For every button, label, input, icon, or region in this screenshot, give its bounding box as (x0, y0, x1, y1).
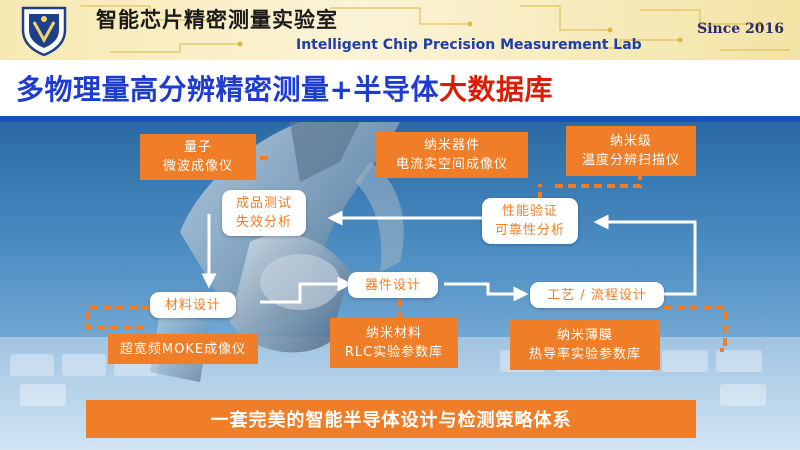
since-label: Since 2016 (697, 21, 784, 37)
university-shield-logo (21, 6, 67, 56)
title-highlight: 大数据库 (438, 73, 553, 106)
title-bar: 多物理量高分辨精密测量+半导体大数据库 (0, 60, 800, 116)
lab-name-cn: 智能芯片精密测量实验室 (96, 8, 338, 32)
header: 智能芯片精密测量实验室 Intelligent Chip Precision M… (0, 0, 800, 60)
node-device-design: 器件设计 (348, 272, 438, 298)
node-nano-film-thermal-db: 纳米薄膜 热导率实验参数库 (510, 320, 660, 370)
node-nano-material-rlc-db: 纳米材料 RLC实验参数库 (330, 318, 458, 368)
arrow-material-to-device (260, 276, 353, 304)
node-product-test-failure-analysis: 成品测试 失效分析 (222, 190, 306, 236)
node-performance-reliability: 性能验证 可靠性分析 (482, 198, 578, 244)
node-process-design: 工艺 / 流程设计 (530, 282, 664, 308)
summary-banner: 一套完美的智能半导体设计与检测策略体系 (86, 400, 696, 438)
dash-nano-temp (555, 176, 642, 188)
page-title: 多物理量高分辨精密测量+半导体大数据库 (16, 68, 553, 108)
node-nano-temp-scanner: 纳米级 温度分辨扫描仪 (566, 126, 696, 176)
node-quantum-microwave-imager: 量子 微波成像仪 (140, 134, 256, 180)
title-divider (0, 116, 800, 122)
flow-connectors (86, 156, 727, 352)
arrow-process-to-performance (593, 214, 697, 296)
dash-moke (86, 306, 150, 330)
circuit-pattern (80, 5, 790, 53)
node-moke-imager: 超宽频MOKE成像仪 (108, 334, 258, 364)
diagram-area: 量子 微波成像仪 纳米器件 电流实空间成像仪 纳米级 温度分辨扫描仪 超宽频MO… (0, 122, 800, 450)
lab-name-en: Intelligent Chip Precision Measurement L… (296, 37, 642, 53)
node-nano-device-current-imager: 纳米器件 电流实空间成像仪 (376, 132, 528, 178)
node-material-design: 材料设计 (150, 292, 236, 318)
arrow-device-to-process (444, 282, 529, 302)
dash-nano-film (664, 306, 727, 352)
title-main: 多物理量高分辨精密测量+半导体 (16, 73, 439, 106)
